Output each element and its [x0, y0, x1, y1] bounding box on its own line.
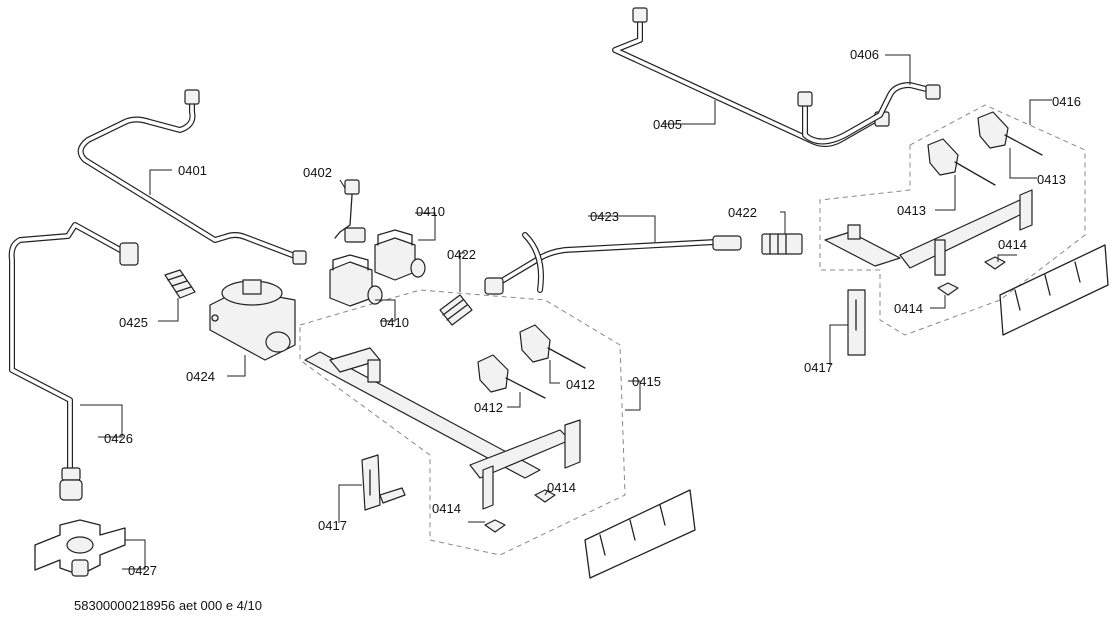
- label-0427: 0427: [128, 563, 157, 578]
- valve-0413-lower: [927, 138, 996, 186]
- fitting-0422-right: [761, 233, 803, 255]
- valve-0413-upper: [977, 111, 1043, 156]
- label-0412-right: 0412: [566, 377, 595, 392]
- pipe-0406: [797, 82, 941, 145]
- support-frame-lower: [584, 489, 696, 579]
- clip-0414-c: [984, 256, 1006, 270]
- label-0402: 0402: [303, 165, 332, 180]
- label-0414-center: 0414: [547, 480, 576, 495]
- drawing-reference-code: 58300000218956 aet 000 e 4/10: [74, 598, 262, 613]
- pipe-0426: [8, 222, 139, 501]
- label-0425: 0425: [119, 315, 148, 330]
- solenoid-valve-0410-upper: [374, 229, 426, 281]
- label-0410-upper: 0410: [416, 204, 445, 219]
- regulator-0424: [209, 279, 296, 361]
- bracket-0417-left: [361, 454, 406, 511]
- label-0401: 0401: [178, 163, 207, 178]
- label-0414-left: 0414: [432, 501, 461, 516]
- label-0406: 0406: [850, 47, 879, 62]
- leader-lines: [80, 54, 1052, 570]
- label-0417-left: 0417: [318, 518, 347, 533]
- fitting-0425: [164, 269, 196, 299]
- manifold-bar-0416: [824, 189, 1033, 276]
- valve-0402: [334, 179, 366, 243]
- group-outline-0416: [819, 104, 1086, 336]
- label-0414-right-upper: 0414: [998, 237, 1027, 252]
- label-0416: 0416: [1052, 94, 1081, 109]
- manifold-bar-0415: [304, 347, 581, 510]
- label-0415: 0415: [632, 374, 661, 389]
- label-0426: 0426: [104, 431, 133, 446]
- bracket-0417-right: [847, 289, 866, 356]
- clip-0414-b: [534, 489, 556, 503]
- valve-0412-lower: [477, 354, 546, 399]
- label-0422-left: 0422: [447, 247, 476, 262]
- support-frame-right: [999, 244, 1109, 336]
- bracket-0427: [34, 519, 126, 577]
- label-0412-left: 0412: [474, 400, 503, 415]
- fitting-0422-left: [439, 294, 473, 326]
- pipe-0423: [484, 232, 742, 295]
- label-0413-left: 0413: [897, 203, 926, 218]
- pipe-0401: [77, 89, 307, 265]
- label-0405: 0405: [653, 117, 682, 132]
- clip-0414-d: [937, 282, 959, 296]
- label-0424: 0424: [186, 369, 215, 384]
- label-0413-right: 0413: [1037, 172, 1066, 187]
- clip-0414-a: [484, 519, 506, 533]
- label-0414-right-lower: 0414: [894, 301, 923, 316]
- label-0410-lower: 0410: [380, 315, 409, 330]
- label-0423: 0423: [590, 209, 619, 224]
- valve-0412-upper: [519, 324, 586, 369]
- label-0417-right: 0417: [804, 360, 833, 375]
- solenoid-valve-0410-lower: [329, 254, 383, 307]
- label-0422-right: 0422: [728, 205, 757, 220]
